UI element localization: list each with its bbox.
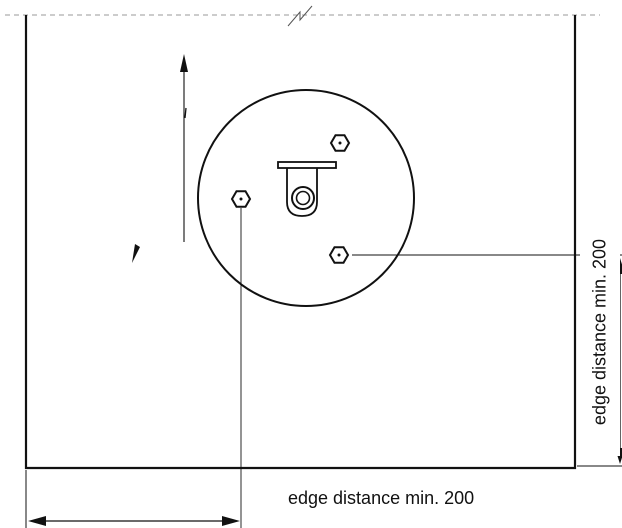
- side-edge-distance-label: edge distance min. 200: [589, 238, 610, 426]
- slab-outline: [24, 15, 577, 470]
- break-symbol: [287, 5, 313, 27]
- base-plate-circle: [197, 89, 415, 307]
- bolt-top: [329, 134, 351, 152]
- side-edge-distance-label-box: edge distance min. 200: [580, 208, 620, 456]
- anchor-eye-bracket: [277, 161, 337, 217]
- direction-arrow: [132, 54, 188, 263]
- bottom-dimension-line: [25, 470, 240, 528]
- bolt-right: [328, 246, 350, 264]
- bottom-edge-distance-label: edge distance min. 200: [268, 482, 588, 514]
- bolt-left: [230, 190, 252, 208]
